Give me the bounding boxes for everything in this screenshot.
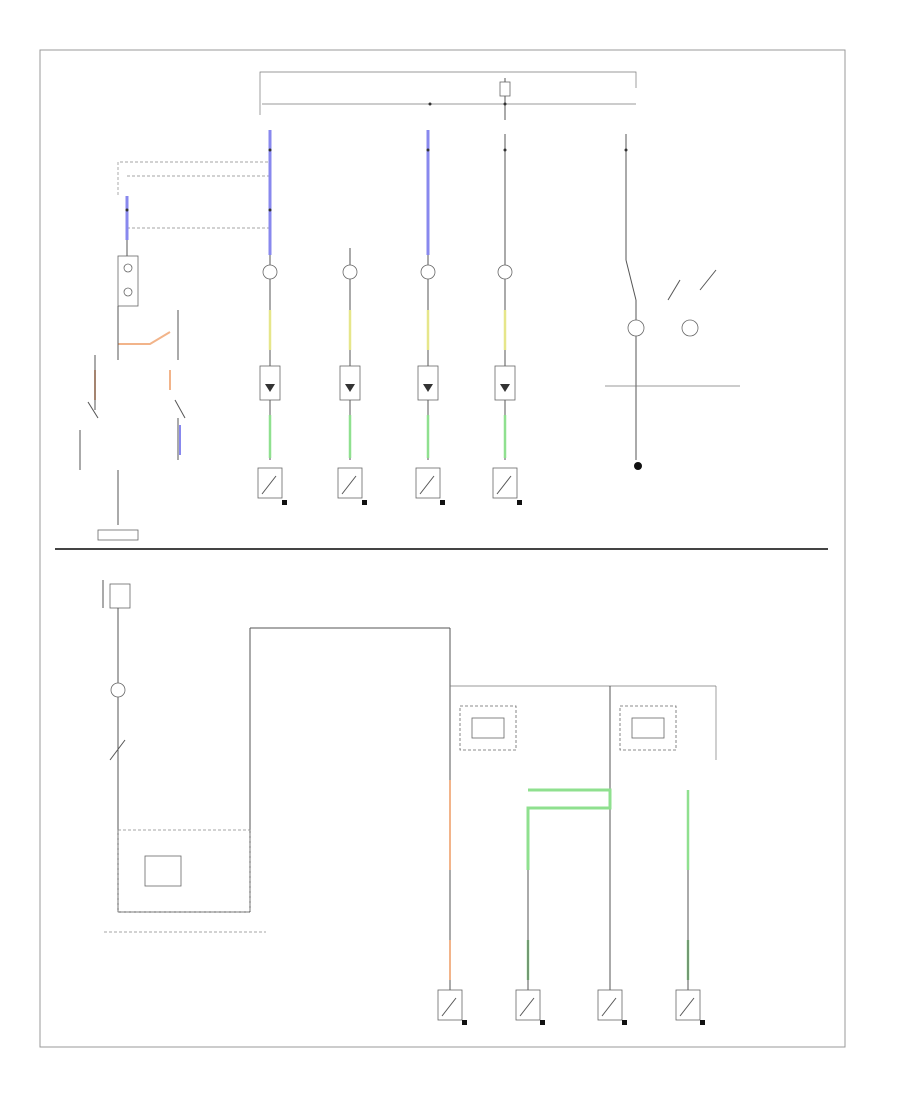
bottom-section: [102, 580, 717, 1025]
green-bus: [526, 788, 612, 870]
diagram-frame: [39, 49, 846, 1048]
orange-wire-top: [118, 331, 171, 345]
top-section: [79, 71, 740, 541]
